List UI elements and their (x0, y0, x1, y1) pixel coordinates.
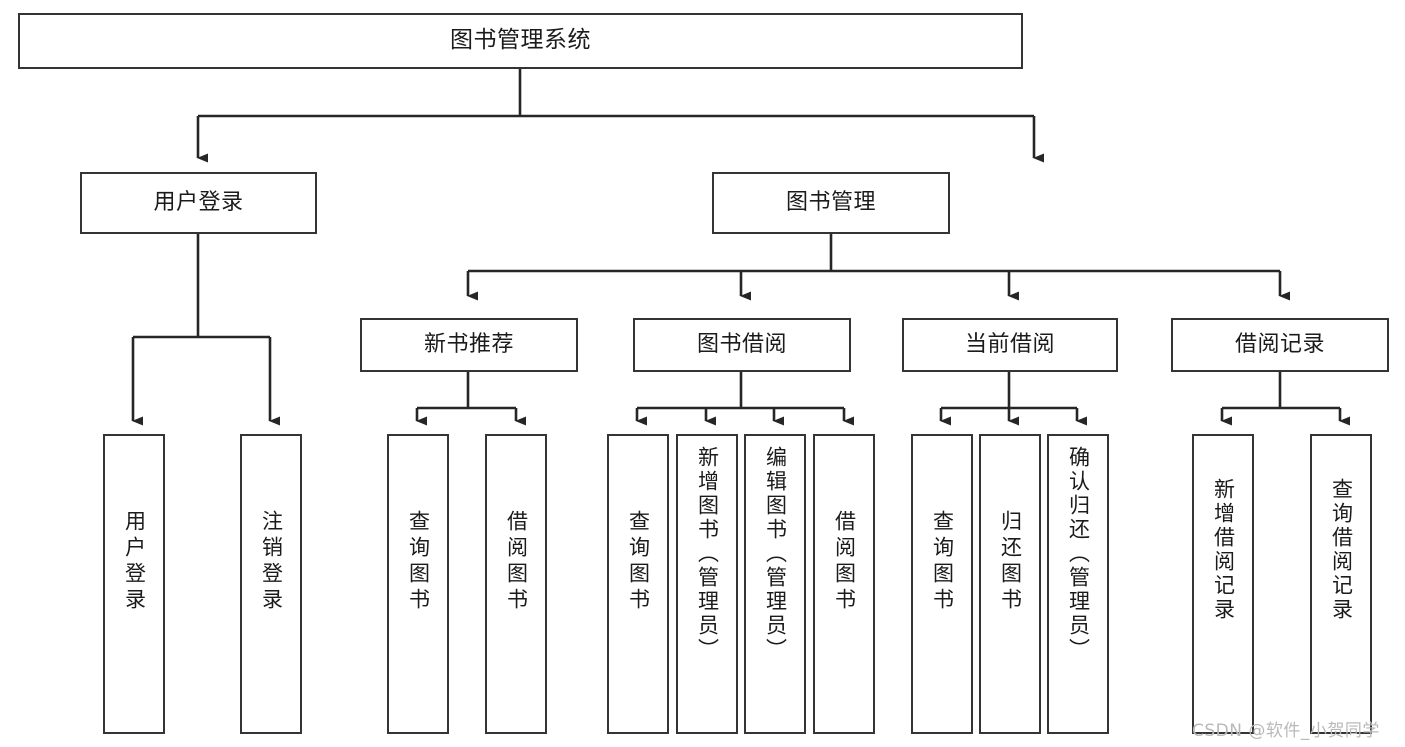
node-label: 用户登录 (153, 190, 244, 216)
node-label: 图书管理 (785, 190, 876, 216)
node-label: 查询图书 (626, 510, 651, 614)
node-current-borrow[interactable]: 当前借阅 (902, 318, 1118, 372)
node-label: 借阅图书 (504, 510, 529, 614)
node-root-system[interactable]: 图书管理系统 (18, 13, 1023, 69)
leaf-user-login[interactable]: 用户登录 (103, 434, 165, 734)
leaf-add-borrow-record[interactable]: 新增借阅记录 (1192, 434, 1254, 734)
node-label: 确认归还（管理员） (1066, 446, 1091, 662)
node-book-management[interactable]: 图书管理 (712, 172, 950, 234)
node-label: 新增借阅记录 (1211, 478, 1236, 622)
node-label: 注销登录 (259, 510, 284, 614)
leaf-edit-book-admin[interactable]: 编辑图书（管理员） (744, 434, 806, 734)
leaf-query-book-recommend[interactable]: 查询图书 (387, 434, 449, 734)
node-new-book-recommend[interactable]: 新书推荐 (360, 318, 578, 372)
leaf-query-borrow-record[interactable]: 查询借阅记录 (1310, 434, 1372, 734)
leaf-user-logout[interactable]: 注销登录 (240, 434, 302, 734)
node-label: 查询图书 (406, 510, 431, 614)
node-book-borrow[interactable]: 图书借阅 (633, 318, 851, 372)
node-label: 编辑图书（管理员） (763, 446, 788, 662)
node-label: 借阅记录 (1234, 332, 1325, 358)
leaf-add-book-admin[interactable]: 新增图书（管理员） (676, 434, 738, 734)
node-user-login[interactable]: 用户登录 (80, 172, 317, 234)
leaf-query-book-borrow[interactable]: 查询图书 (607, 434, 669, 734)
leaf-borrow-book[interactable]: 借阅图书 (813, 434, 875, 734)
leaf-confirm-return-admin[interactable]: 确认归还（管理员） (1047, 434, 1109, 734)
node-borrow-record[interactable]: 借阅记录 (1171, 318, 1389, 372)
csdn-watermark: CSDN @软件_小贺同学 (1192, 721, 1380, 741)
node-label: 新书推荐 (423, 332, 514, 358)
leaf-borrow-book-recommend[interactable]: 借阅图书 (485, 434, 547, 734)
leaf-query-book-current[interactable]: 查询图书 (911, 434, 973, 734)
node-label: 图书借阅 (696, 332, 787, 358)
node-label: 图书管理系统 (450, 27, 591, 54)
leaf-return-book[interactable]: 归还图书 (979, 434, 1041, 734)
node-label: 借阅图书 (832, 510, 857, 614)
node-label: 查询图书 (930, 510, 955, 614)
node-label: 用户登录 (122, 510, 147, 614)
node-label: 查询借阅记录 (1329, 478, 1354, 622)
node-label: 新增图书（管理员） (695, 446, 720, 662)
node-label: 当前借阅 (964, 332, 1055, 358)
node-label: 归还图书 (998, 510, 1023, 614)
